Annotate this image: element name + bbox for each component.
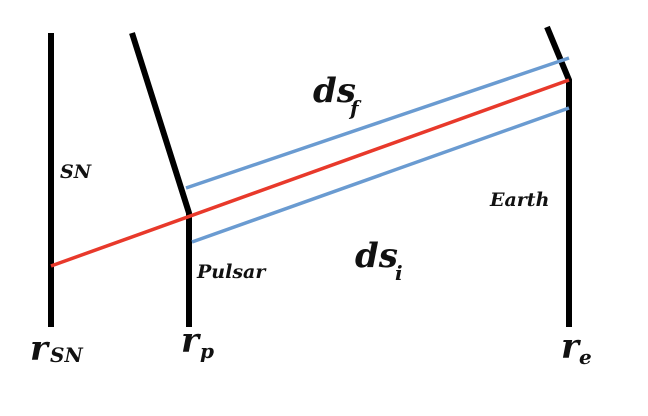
r-sn-subscript: SN bbox=[50, 343, 83, 367]
r-e-subscript: e bbox=[579, 345, 592, 369]
lower-boundary-ray bbox=[191, 106, 570, 244]
r-p-label: r p bbox=[181, 321, 214, 363]
r-sn-label: r SN bbox=[30, 329, 83, 369]
upper-boundary-ray bbox=[185, 56, 570, 190]
r-sn-main: r bbox=[30, 329, 50, 369]
central-light-ray bbox=[50, 78, 570, 268]
r-p-subscript: p bbox=[200, 339, 214, 363]
ds-f-label: ds f bbox=[313, 71, 362, 120]
sn-label: SN bbox=[60, 161, 92, 183]
earth-world-line bbox=[544, 25, 572, 327]
ds-f-subscript: f bbox=[348, 96, 362, 120]
r-e-main: r bbox=[561, 327, 581, 367]
earth-label: Earth bbox=[489, 189, 549, 211]
ds-i-main: ds bbox=[355, 236, 398, 276]
pulsar-label: Pulsar bbox=[196, 261, 267, 283]
ds-f-main: ds bbox=[313, 71, 356, 111]
ds-i-label: ds i bbox=[355, 236, 403, 285]
r-e-label: r e bbox=[561, 327, 592, 369]
r-p-main: r bbox=[181, 321, 201, 361]
ds-i-subscript: i bbox=[395, 261, 403, 285]
pulsar-world-line bbox=[129, 32, 192, 327]
